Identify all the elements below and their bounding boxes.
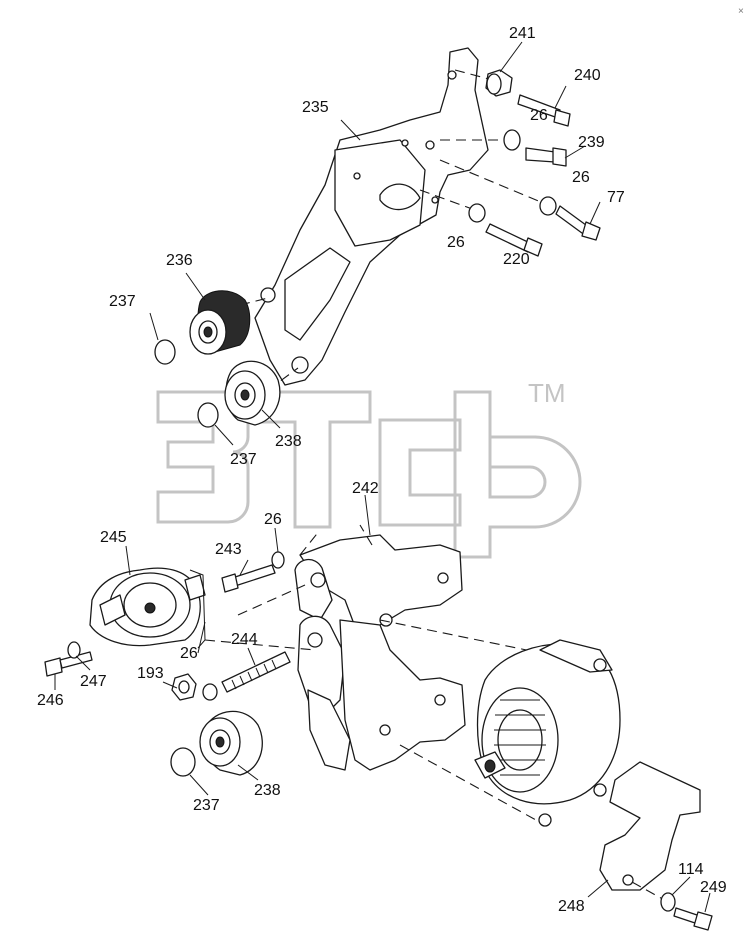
callout-249: 249 [700,879,727,896]
belt-tensioner-245 [89,567,206,647]
callout-235: 235 [302,99,329,116]
snap-ring-237b [197,402,219,428]
bolt-220 [485,223,543,257]
callout-246: 246 [37,692,64,709]
callout-238b: 238 [254,782,281,799]
callout-237c: 237 [193,797,220,814]
callout-26b: 26 [572,169,590,186]
callout-237b: 237 [230,451,257,468]
mounting-bracket-248 [599,761,701,891]
callout-243: 243 [215,541,242,558]
washer-26a [503,129,521,151]
bolt-246 [44,651,93,677]
callout-26e: 26 [180,645,198,662]
callout-238a: 238 [275,433,302,450]
callout-236: 236 [166,252,193,269]
callout-245: 245 [100,529,127,546]
washer-26e [202,683,218,701]
callout-240: 240 [574,67,601,84]
sleeve-241 [485,69,513,97]
upper-bracket-235 [254,47,489,386]
washer-247 [67,641,81,659]
callout-241: 241 [509,25,536,42]
callout-labels: 241 240 26 235 239 26 77 26 220 236 237 … [37,25,727,915]
lower-bracket-242 [294,534,466,771]
bolt-243 [221,564,276,593]
callout-26c: 26 [447,234,465,251]
washer-26d [271,551,285,569]
watermark-logo: TM [156,378,582,559]
bolt-77 [555,205,601,241]
watermark-tm: TM [528,378,566,408]
washer-114 [660,892,676,912]
alternator [474,639,621,827]
leader-lines [54,41,711,913]
callout-247: 247 [80,673,107,690]
snap-ring-237a [154,339,176,365]
bolt-249 [673,907,713,931]
callout-237a: 237 [109,293,136,310]
callout-193: 193 [137,665,164,682]
callout-77: 77 [607,189,625,206]
snap-ring-237c [170,747,196,777]
washer-26b [539,196,557,216]
corner-mark: × [738,6,744,17]
washer-26c [468,203,486,223]
callout-26a: 26 [530,107,548,124]
idler-pulley-238b [199,710,263,776]
callout-242: 242 [352,480,379,497]
idler-pulley-238a [224,360,281,426]
nut-193 [171,673,197,701]
callout-248: 248 [558,898,585,915]
bolt-239 [525,147,567,167]
callout-244: 244 [231,631,258,648]
stud-240 [517,94,571,127]
threaded-stud-244 [221,651,291,693]
grooved-pulley-236 [189,290,251,355]
callout-26d: 26 [264,511,282,528]
callout-114: 114 [678,861,704,878]
callout-239: 239 [578,134,605,151]
callout-220: 220 [503,251,530,268]
